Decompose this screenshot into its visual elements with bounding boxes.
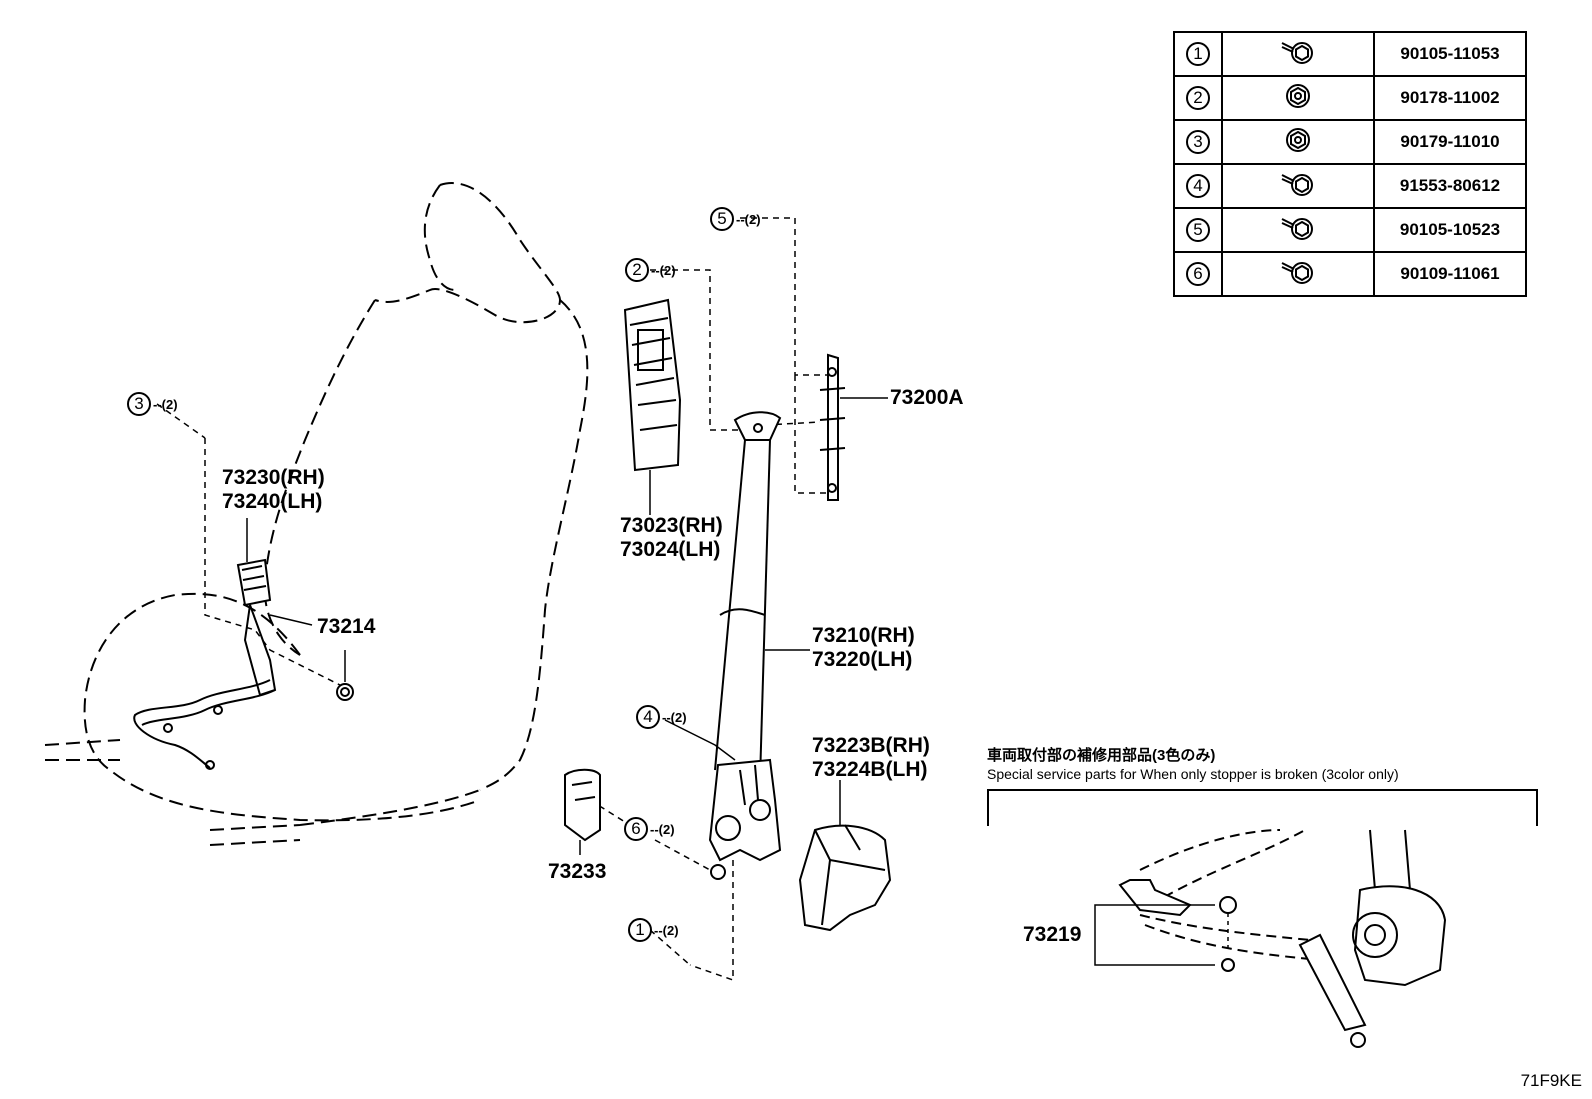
retractor — [708, 758, 782, 880]
label-retractor-cover-lh: 73224B(LH) — [812, 758, 928, 781]
label-bracket: 73233 — [548, 860, 607, 883]
flange-bolt-icon — [1281, 41, 1313, 64]
parts-row-part-number: 90105-11053 — [1373, 31, 1527, 77]
parts-row-number: 1 — [1186, 42, 1210, 66]
callout-quantity: --(2) — [662, 709, 687, 725]
parts-table-row: 6 90109-11061 — [1173, 251, 1527, 297]
parts-table-row: 5 90105-10523 — [1173, 207, 1527, 253]
parts-row-number-cell: 2 — [1173, 75, 1223, 121]
callout-number: 1 — [628, 918, 652, 942]
callout-number: 4 — [636, 705, 660, 729]
parts-table-row: 4 91553-80612 — [1173, 163, 1527, 209]
parts-row-icon-cell — [1221, 251, 1375, 297]
parts-row-part-number: 90178-11002 — [1373, 75, 1527, 121]
parts-table-row: 2 90178-11002 — [1173, 75, 1527, 121]
parts-row-number: 2 — [1186, 86, 1210, 110]
label-pillar-rh: 73023(RH) — [620, 514, 723, 537]
seat-outline — [44, 182, 589, 846]
seat-belt-webbing — [714, 411, 782, 781]
callout-number: 6 — [624, 817, 648, 841]
parts-row-icon-cell — [1221, 75, 1375, 121]
callout-quantity: --(2) — [650, 821, 675, 837]
service-note-english: Special service parts for When only stop… — [987, 766, 1399, 782]
callout-quantity: --(2) — [654, 922, 679, 938]
callout-3: 3--(2) — [127, 392, 178, 416]
callout-quantity: --(2) — [651, 262, 676, 278]
fastener-parts-table-body: 1 90105-11053 2 90178-11002 3 90179-11010 4 915… — [1173, 31, 1527, 297]
callout-quantity: --(2) — [153, 396, 178, 412]
parts-row-icon-cell — [1221, 207, 1375, 253]
parts-row-icon-cell — [1221, 31, 1375, 77]
fastener-parts-table: 1 90105-11053 2 90178-11002 3 90179-11010 4 915… — [1173, 31, 1527, 297]
diagram-code: 71F9KE — [1520, 1071, 1582, 1090]
parts-row-icon-cell — [1221, 119, 1375, 165]
callout-4: 4--(2) — [636, 705, 687, 729]
callout-1: 1--(2) — [628, 918, 679, 942]
parts-row-icon-cell — [1221, 163, 1375, 209]
service-note-japanese: 車両取付部の補修用部品(3色のみ) — [987, 747, 1216, 764]
pillar-garnish — [623, 298, 682, 472]
label-buckle-lh: 73240(LH) — [222, 490, 323, 513]
flange-bolt-icon — [1281, 217, 1313, 240]
flange-bolt-icon — [1281, 261, 1313, 284]
label-buckle-rh: 73230(RH) — [222, 466, 325, 489]
parts-row-number-cell: 6 — [1173, 251, 1223, 297]
buckle-assembly — [133, 558, 277, 770]
parts-row-part-number: 90179-11010 — [1373, 119, 1527, 165]
parts-row-number: 6 — [1186, 262, 1210, 286]
height-adjuster — [819, 353, 846, 501]
flange-bolt-icon — [1281, 173, 1313, 196]
bracket-73233 — [564, 768, 601, 842]
callout-2: 2--(2) — [625, 258, 676, 282]
label-belt-lh: 73220(LH) — [812, 648, 913, 671]
service-parts-drawing — [1118, 829, 1447, 1048]
parts-row-number-cell: 4 — [1173, 163, 1223, 209]
parts-row-part-number: 90105-10523 — [1373, 207, 1527, 253]
label-service-part: 73219 — [1023, 923, 1082, 946]
parts-row-number: 3 — [1186, 130, 1210, 154]
label-adjuster: 73200A — [890, 386, 964, 409]
label-pillar-lh: 73024(LH) — [620, 538, 721, 561]
parts-table-row: 1 90105-11053 — [1173, 31, 1527, 77]
parts-table-row: 3 90179-11010 — [1173, 119, 1527, 165]
callout-5: 5--(2) — [710, 207, 761, 231]
parts-row-part-number: 91553-80612 — [1373, 163, 1527, 209]
callout-number: 2 — [625, 258, 649, 282]
parts-row-number: 5 — [1186, 218, 1210, 242]
parts-row-number-cell: 1 — [1173, 31, 1223, 77]
flange-nut-icon — [1286, 83, 1310, 108]
callout-quantity: --(2) — [736, 211, 761, 227]
callout-number: 3 — [127, 392, 151, 416]
label-retractor-cover-rh: 73223B(RH) — [812, 734, 930, 757]
parts-row-number-cell: 3 — [1173, 119, 1223, 165]
retractor-cover — [798, 824, 892, 932]
label-belt-rh: 73210(RH) — [812, 624, 915, 647]
parts-row-number-cell: 5 — [1173, 207, 1223, 253]
parts-row-number: 4 — [1186, 174, 1210, 198]
label-cover: 73214 — [317, 615, 376, 638]
parts-row-part-number: 90109-11061 — [1373, 251, 1527, 297]
callout-number: 5 — [710, 207, 734, 231]
callout-6: 6--(2) — [624, 817, 675, 841]
flange-nut-icon — [1286, 127, 1310, 152]
